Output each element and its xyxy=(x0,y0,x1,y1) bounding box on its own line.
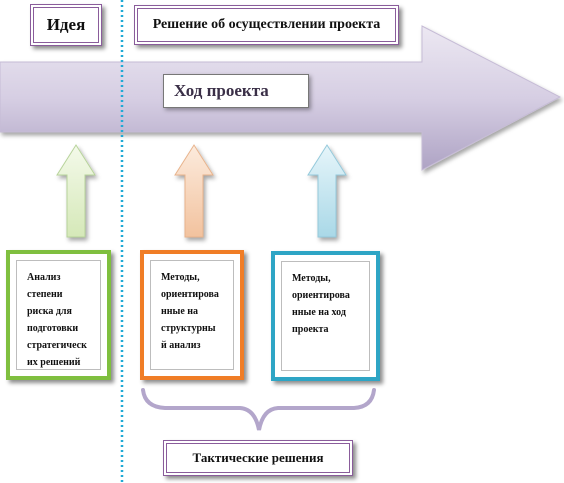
tactical-decisions-box: Тактические решения xyxy=(163,440,353,476)
tactical-decisions-label: Тактические решения xyxy=(192,450,324,465)
card-line: ориентирова xyxy=(292,290,350,301)
structural-methods-text: Методы, ориентирова нные на структурны й… xyxy=(150,260,234,370)
risk-analysis-text: Анализ степени риска для подготовки стра… xyxy=(16,260,101,370)
idea-label: Идея xyxy=(46,15,86,34)
card-line: Методы, xyxy=(292,273,331,284)
course-methods-text: Методы, ориентирова нные на ход проекта xyxy=(281,261,370,371)
card-line: нные на ход xyxy=(292,307,346,318)
card-line: структурны xyxy=(161,323,216,334)
card-line: нные на xyxy=(161,306,199,317)
card-line: Анализ xyxy=(27,272,61,283)
card-line: ориентирова xyxy=(161,289,219,300)
card-line: степени xyxy=(27,289,63,300)
card-line: риска для xyxy=(27,306,72,317)
course-methods-card: Методы, ориентирова нные на ход проекта xyxy=(271,251,380,381)
project-course-box: Ход проекта xyxy=(163,74,309,108)
card-line: стратегическ xyxy=(27,340,87,351)
card-line: их решений xyxy=(27,357,81,368)
risk-analysis-card: Анализ степени риска для подготовки стра… xyxy=(6,250,111,380)
project-course-label: Ход проекта xyxy=(174,81,269,100)
green-up-arrow xyxy=(56,144,96,238)
structural-methods-card: Методы, ориентирова нные на структурны й… xyxy=(140,250,244,380)
project-decision-box: Решение об осуществлении проекта xyxy=(134,5,399,45)
project-decision-label: Решение об осуществлении проекта xyxy=(152,17,381,32)
tactical-brace xyxy=(141,388,376,431)
card-line: проекта xyxy=(292,324,329,335)
idea-box: Идея xyxy=(30,4,102,46)
card-line: подготовки xyxy=(27,323,79,334)
orange-up-arrow xyxy=(174,144,214,238)
card-line: Методы, xyxy=(161,272,200,283)
blue-up-arrow xyxy=(307,144,347,238)
card-line: й анализ xyxy=(161,340,201,351)
